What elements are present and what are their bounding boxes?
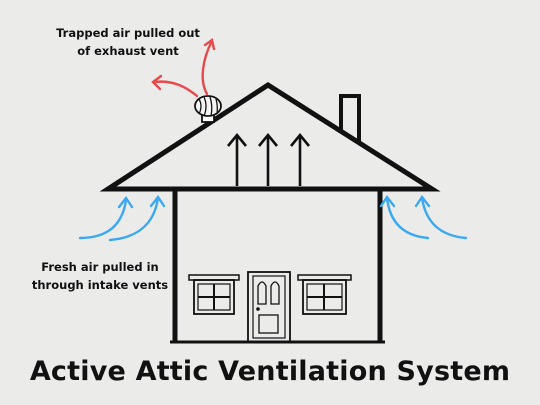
front-door [247, 271, 291, 343]
up-arrow-icon [289, 132, 311, 186]
intake-airflow-arrows-left [78, 194, 166, 242]
intake-label: Fresh air pulled in through intake vents [20, 258, 180, 294]
up-arrow-icon [257, 132, 279, 186]
exhaust-arrow-up [201, 37, 216, 96]
intake-arrow [379, 194, 430, 240]
intake-label-line1: Fresh air pulled in [41, 260, 159, 274]
house-walls [172, 189, 383, 342]
exhaust-label-line2: of exhaust vent [77, 44, 179, 58]
intake-airflow-arrows-right [379, 194, 468, 240]
exhaust-label-line1: Trapped air pulled out [56, 26, 200, 40]
intake-label-line2: through intake vents [31, 278, 169, 292]
exhaust-airflow-arrows [151, 37, 216, 98]
chimney [339, 94, 361, 142]
window-left [188, 274, 240, 315]
exhaust-arrow-left [151, 74, 199, 98]
exhaust-label: Trapped air pulled out of exhaust vent [28, 24, 228, 60]
intake-arrow [108, 194, 166, 242]
intake-arrow [78, 195, 134, 240]
turbine-vent-icon [194, 95, 222, 123]
intake-arrow [414, 194, 468, 240]
up-arrow-icon [226, 132, 248, 186]
attic-airflow-arrows [226, 132, 311, 186]
diagram-title: Active Attic Ventilation System [29, 356, 511, 387]
window-right [297, 274, 352, 315]
roof [99, 82, 441, 192]
